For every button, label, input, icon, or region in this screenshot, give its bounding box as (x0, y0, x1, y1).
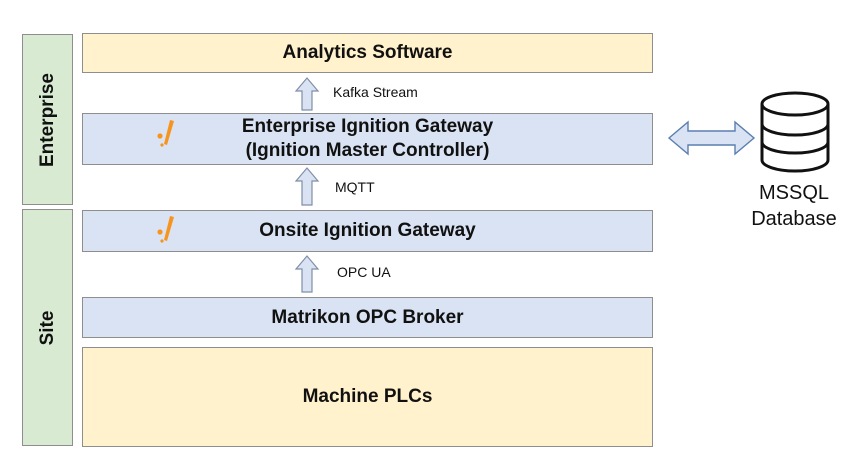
opc-ua-label: OPC UA (337, 264, 391, 280)
enterprise-gateway-layer: Enterprise Ignition Gateway (Ignition Ma… (82, 113, 653, 165)
onsite-gateway-label: Onsite Ignition Gateway (259, 220, 476, 242)
database-cylinder-icon (760, 91, 830, 173)
ignition-logo-icon-onsite (157, 216, 174, 243)
opc-broker-label: Matrikon OPC Broker (271, 306, 464, 328)
kafka-up-arrow-icon (294, 77, 320, 111)
analytics-software-layer: Analytics Software (82, 33, 653, 73)
database-label-line2: Database (751, 208, 837, 230)
enterprise-gateway-label: Enterprise Ignition Gateway (241, 116, 494, 138)
database-double-arrow-icon (667, 120, 756, 156)
database-label: MSSQL Database (734, 180, 851, 232)
machine-plcs-layer: Machine PLCs (82, 347, 653, 447)
machine-plcs-label: Machine PLCs (302, 386, 433, 408)
opc-ua-up-arrow-icon (294, 255, 320, 293)
enterprise-gateway-sublabel: (Ignition Master Controller) (245, 140, 490, 161)
mqtt-label: MQTT (335, 179, 375, 195)
mqtt-up-arrow-icon (294, 167, 320, 206)
database-label-line1: MSSQL (758, 182, 830, 204)
ignition-logo-icon (157, 120, 174, 147)
analytics-software-label: Analytics Software (282, 42, 453, 64)
onsite-gateway-layer: Onsite Ignition Gateway (82, 210, 653, 252)
kafka-stream-label: Kafka Stream (333, 84, 418, 100)
opc-broker-layer: Matrikon OPC Broker (82, 297, 653, 338)
enterprise-band: Enterprise (22, 34, 73, 205)
site-band: Site (22, 209, 73, 446)
